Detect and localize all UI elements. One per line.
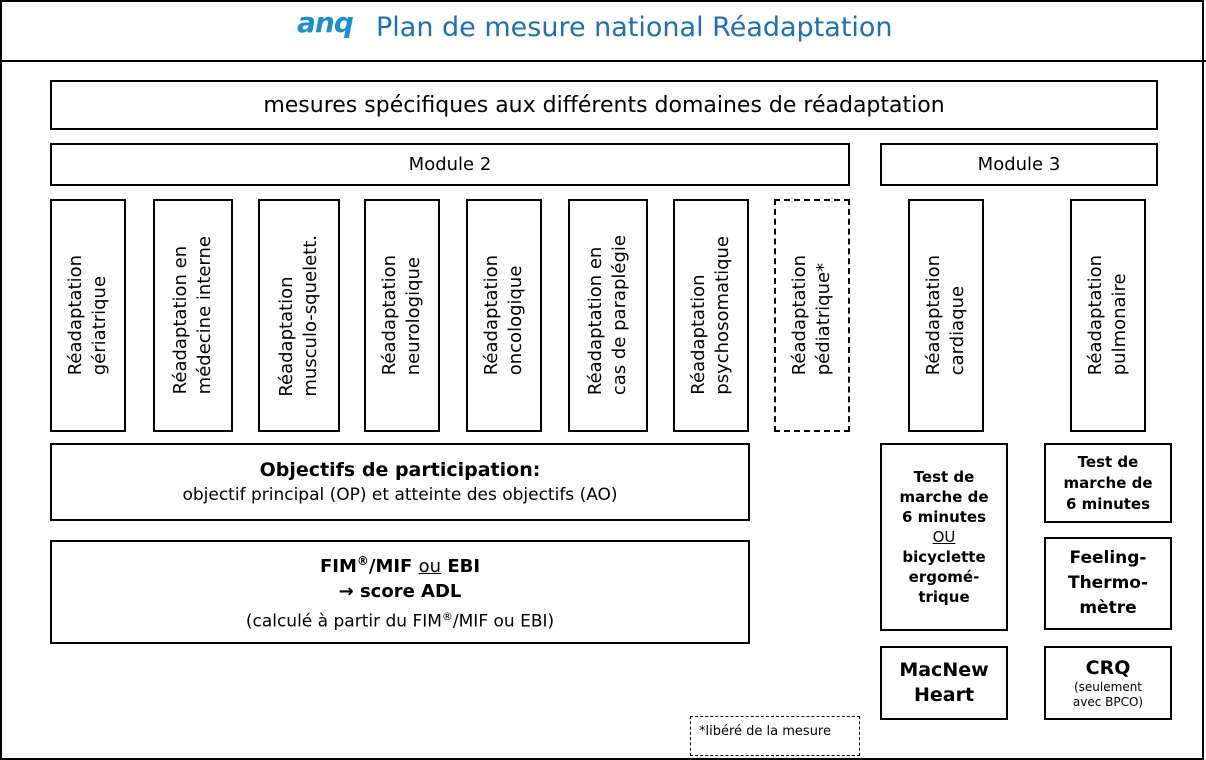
module-2-box: Module 2 [50,143,850,186]
objectives-title: Objectifs de participation: [259,459,541,481]
domain-label-line1: Réadaptation [1085,255,1106,376]
cardiac-test-line: trique [918,588,970,606]
cardiac-test-line: 6 minutes [901,508,987,526]
domain-label-line2: oncologique [505,265,526,376]
domain-label-line2: psychosomatique [712,236,733,395]
domain-label-line2: pédiatrique* [813,263,834,376]
domain-label-line1: Réadaptation [276,276,297,397]
domain-label-line2: cas de paraplégie [609,235,630,396]
domain-label-line2: cardiaque [947,286,968,376]
domain-label-line2: gériatrique [89,276,110,376]
fim-line1: FIM®/MIF ou EBI [319,554,481,578]
feeling-thermometer-box: Feeling- Thermo- mètre [1044,537,1172,630]
domain-label-line2: neurologique [403,257,424,376]
cardiac-test-box: Test de marche de 6 minutes OU bicyclett… [880,443,1008,631]
fim-box: FIM®/MIF ou EBI → score ADL (calculé à p… [50,540,750,644]
footnote-box: *libéré de la mesure [690,716,860,756]
cardiac-test-line: Test de [913,468,975,486]
crq-title: CRQ [1085,657,1131,679]
cardiac-test-or: OU [932,528,956,546]
domain-label-line2: musculo-squelett. [300,234,321,397]
cardiac-test-line: ergomé- [908,568,980,586]
domain-label-line1: Réadaptation en [585,247,606,396]
fim-line3: (calculé à partir du FIM®/MIF ou EBI) [245,610,555,632]
pulmonary-test-line: Test de [1077,452,1139,471]
module-3-box: Module 3 [880,143,1158,186]
page-title: Plan de mesure national Réadaptation [376,12,893,43]
domain-label-line1: Réadaptation [481,255,502,376]
cardiac-test-line: bicyclette [902,548,986,566]
feeling-line: Feeling- [1069,548,1147,568]
crq-box: CRQ (seulement avec BPCO) [1044,646,1172,720]
feeling-line: Thermo- [1067,573,1149,593]
module-2-label: Module 2 [408,154,492,175]
objectives-box: Objectifs de participation: objectif pri… [50,443,750,521]
domain-label-line1: Réadaptation [688,274,709,395]
domain-label-line2: médecine interne [194,236,215,395]
domain-label-line1: Réadaptation [789,255,810,376]
title-bar: anq Plan de mesure national Réadaptation [0,0,1206,62]
domain-label-line2: pulmonaire [1109,273,1130,376]
module-3-label: Module 3 [977,154,1061,175]
objectives-subtitle: objectif principal (OP) et atteinte des … [182,485,618,505]
anq-logo: anq [297,6,354,39]
footnote-text: *libéré de la mesure [699,724,831,739]
macnew-line: Heart [913,684,975,706]
domain-label-line1: Réadaptation en [170,246,191,395]
banner-text: mesures spécifiques aux différents domai… [263,92,945,118]
crq-note: avec BPCO) [1072,695,1144,709]
macnew-box: MacNew Heart [880,646,1008,720]
domain-label-line1: Réadaptation [923,255,944,376]
feeling-line: mètre [1079,598,1137,618]
cardiac-test-line: marche de [899,488,989,506]
banner-box: mesures spécifiques aux différents domai… [50,80,1158,130]
fim-line2: → score ADL [338,581,462,603]
pulmonary-test-line: 6 minutes [1065,494,1151,513]
domain-label-line1: Réadaptation [379,255,400,376]
macnew-line: MacNew [899,659,989,681]
pulmonary-test-box: Test de marche de 6 minutes [1044,443,1172,523]
domain-label-line1: Réadaptation [65,255,86,376]
crq-note: (seulement [1073,680,1143,694]
pulmonary-test-line: marche de [1063,473,1153,492]
